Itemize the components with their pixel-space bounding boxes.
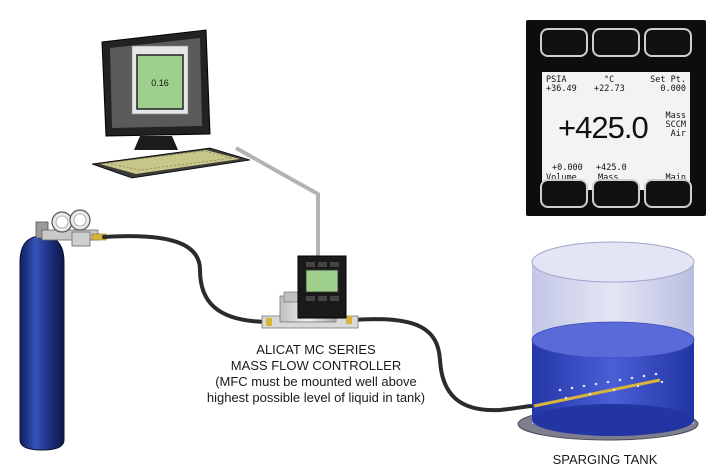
main-label: Main (665, 173, 686, 183)
pressure-value: +36.49 (546, 84, 577, 94)
temperature-label: °C (604, 75, 615, 85)
panel-button-bottom-left (540, 179, 588, 208)
panel-button-top-center (592, 28, 640, 57)
tank-caption: SPARGING TANK (552, 452, 658, 467)
main-unit-sccm: SCCM (665, 120, 686, 130)
mass-label: Mass (598, 173, 619, 183)
pressure-regulator (41, 209, 107, 247)
sparging-tank (517, 241, 699, 441)
pressure-label: PSIA (546, 75, 567, 85)
main-flow-value: +425.0 (558, 110, 649, 145)
lcd-display-panel: PSIA +36.49 °C +22.73 Set Pt. 0.000 +425… (526, 20, 706, 216)
mfc-caption-line-1: ALICAT MC SERIES (256, 342, 376, 357)
monitor-screen-value: 0.16 (151, 78, 169, 88)
panel-button-top-left (540, 28, 588, 57)
setpoint-value: 0.000 (660, 84, 686, 94)
mfc-caption-line-3: (MFC must be mounted well above (215, 374, 417, 389)
mfc-caption-line-4: highest possible level of liquid in tank… (206, 390, 426, 405)
keyboard (91, 147, 251, 179)
panel-button-bottom-center (592, 179, 640, 208)
temperature-value: +22.73 (594, 84, 625, 94)
computer-monitor: 0.16 (101, 29, 211, 150)
mass-value: +425.0 (596, 163, 627, 173)
mfc-caption-line-2: MASS FLOW CONTROLLER (230, 358, 402, 373)
gas-tubing-inlet (102, 234, 272, 324)
main-unit-gas: Air (670, 129, 686, 139)
data-cable (235, 146, 320, 258)
mfc-caption: ALICAT MC SERIES MASS FLOW CONTROLLER (M… (186, 342, 446, 406)
lcd-screen: PSIA +36.49 °C +22.73 Set Pt. 0.000 +425… (542, 72, 690, 190)
gas-tubing-outlet (350, 317, 534, 413)
main-unit-mass: Mass (665, 111, 686, 121)
volume-label: Volume (546, 173, 577, 183)
volume-value: +0.000 (552, 163, 583, 173)
panel-button-bottom-right (644, 179, 692, 208)
sparger-tube (533, 378, 661, 408)
mass-flow-controller (261, 255, 359, 329)
panel-button-top-right (644, 28, 692, 57)
setpoint-label: Set Pt. (650, 75, 686, 85)
gas-cylinder (19, 221, 65, 451)
